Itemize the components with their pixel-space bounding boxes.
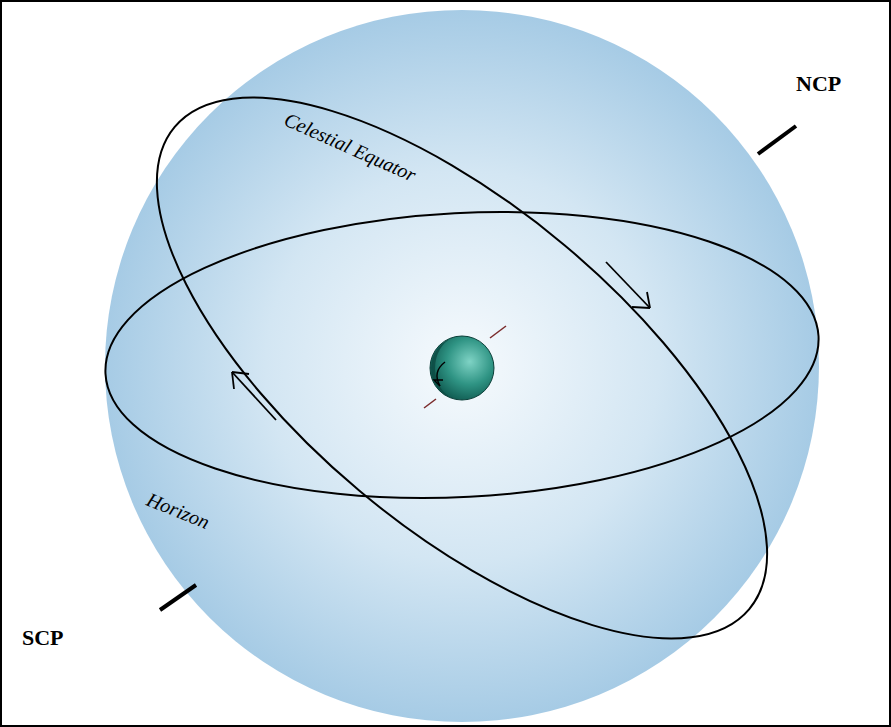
equator-motion-arrow [606,262,650,308]
celestial-sphere [105,10,819,722]
scp-pointer [160,585,196,610]
horizon-motion-arrow [232,372,276,420]
pole-label: SCP [22,626,64,650]
horizon-circle [98,195,826,516]
ncp-pointer [758,126,796,154]
pole-label: NCP [796,72,841,96]
equator-circle [72,4,852,727]
earth-globe [424,326,506,408]
